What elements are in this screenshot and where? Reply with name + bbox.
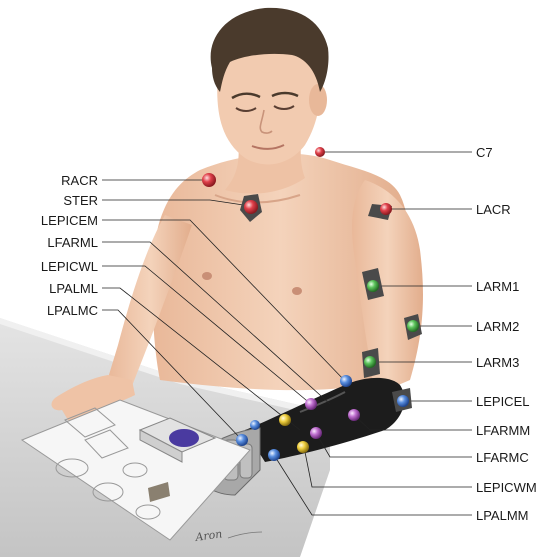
marker-larm1 (367, 280, 379, 292)
label-lpalml: LPALML (49, 281, 98, 296)
label-lpalmm: LPALMM (476, 508, 529, 523)
marker-lpalmm (268, 449, 280, 461)
label-lacr: LACR (476, 202, 511, 217)
marker-lepicel (397, 395, 409, 407)
label-lepicel: LEPICEL (476, 394, 529, 409)
marker-lfarmc (310, 427, 322, 439)
label-lfarmc: LFARMC (476, 450, 529, 465)
marker-lepicwm (297, 441, 309, 453)
marker-lpalml (250, 420, 260, 430)
left-labels: RACR STER LEPICEM LFARML LEPICWL LPALML … (41, 173, 98, 318)
marker-larm2 (407, 320, 419, 332)
label-larm2: LARM2 (476, 319, 519, 334)
label-lfarmm: LFARMM (476, 423, 530, 438)
marker-ster (244, 200, 258, 214)
right-labels: C7 LACR LARM1 LARM2 LARM3 LEPICEL LFARMM… (476, 145, 537, 523)
label-larm1: LARM1 (476, 279, 519, 294)
marker-lepicem (340, 375, 352, 387)
label-lfarml: LFARML (47, 235, 98, 250)
label-ster: STER (63, 193, 98, 208)
marker-lepicwl (279, 414, 291, 426)
label-larm3: LARM3 (476, 355, 519, 370)
marker-larm3 (364, 356, 376, 368)
label-lepicwm: LEPICWM (476, 480, 537, 495)
label-lepicem: LEPICEM (41, 213, 98, 228)
label-c7: C7 (476, 145, 493, 160)
marker-racr (202, 173, 216, 187)
marker-lpalmc (236, 434, 248, 446)
marker-c7 (315, 147, 325, 157)
marker-lacr (380, 203, 392, 215)
head (211, 8, 329, 165)
marker-lfarml (305, 398, 317, 410)
label-lpalmc: LPALMC (47, 303, 98, 318)
label-lepicwl: LEPICWL (41, 259, 98, 274)
label-racr: RACR (61, 173, 98, 188)
marker-lfarmm (348, 409, 360, 421)
